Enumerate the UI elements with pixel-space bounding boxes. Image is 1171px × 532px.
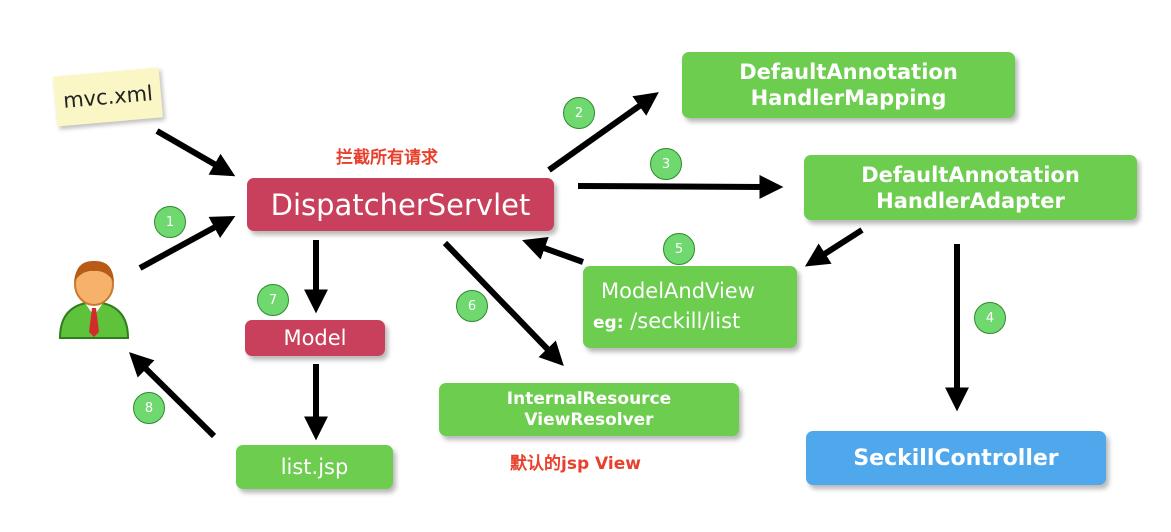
modelandview-eg-label: eg: <box>593 313 624 333</box>
model-label: Model <box>283 326 347 350</box>
handler-mapping-line1: DefaultAnnotation <box>739 60 958 84</box>
step-badge-2: 2 <box>563 97 595 129</box>
dispatcher-servlet-box: DispatcherServlet <box>247 178 554 231</box>
step-badge-1: 1 <box>154 206 186 238</box>
user-icon <box>58 260 130 339</box>
handler-mapping-line2: HandlerMapping <box>750 86 947 110</box>
handler-adapter-box: DefaultAnnotation HandlerAdapter <box>804 155 1137 220</box>
model-box: Model <box>245 320 385 356</box>
dispatcher-servlet-label: DispatcherServlet <box>270 187 531 222</box>
list-jsp-label: list.jsp <box>280 455 349 479</box>
step-badge-6: 6 <box>456 290 488 322</box>
arrow-dispatcher-to-adapter <box>577 174 784 199</box>
step-badge-4: 4 <box>974 302 1006 334</box>
step-badge-7: 7 <box>257 284 289 316</box>
arrow-modelandview-to-dispatcher <box>522 236 585 265</box>
step-badge-8: 8 <box>133 392 165 424</box>
handler-mapping-box: DefaultAnnotation HandlerMapping <box>682 52 1015 118</box>
seckill-controller-label: SeckillController <box>853 445 1059 471</box>
step-badge-3: 3 <box>650 148 682 180</box>
seckill-controller-box: SeckillController <box>806 431 1106 485</box>
handler-adapter-line1: DefaultAnnotation <box>861 162 1080 187</box>
modelandview-box: ModelAndView eg: /seckill/list <box>583 266 797 348</box>
step-badge-5: 5 <box>663 233 695 265</box>
arrow-dispatcher-to-viewresolver <box>442 240 564 367</box>
handler-adapter-line2: HandlerAdapter <box>876 188 1065 213</box>
list-jsp-box: list.jsp <box>236 445 393 489</box>
mvc-xml-note: mvc.xml <box>53 67 163 127</box>
intercept-note: 拦截所有请求 <box>336 148 438 168</box>
viewresolver-line1: InternalResource <box>506 388 672 409</box>
modelandview-title: ModelAndView <box>601 279 755 303</box>
viewresolver-box: InternalResource ViewResolver <box>439 383 739 436</box>
viewresolver-line2: ViewResolver <box>524 409 654 430</box>
arrow-dispatcher-to-mapping <box>547 92 659 173</box>
modelandview-example: eg: /seckill/list <box>593 306 740 338</box>
default-view-note: 默认的jsp View <box>510 454 641 474</box>
modelandview-eg-value: /seckill/list <box>623 309 741 333</box>
arrow-listjsp-to-user <box>129 352 217 439</box>
arrow-user-to-dispatcher <box>138 215 236 271</box>
arrow-mvc-to-dispatcher <box>155 128 236 177</box>
arrow-adapter-to-modelandview <box>804 227 864 267</box>
